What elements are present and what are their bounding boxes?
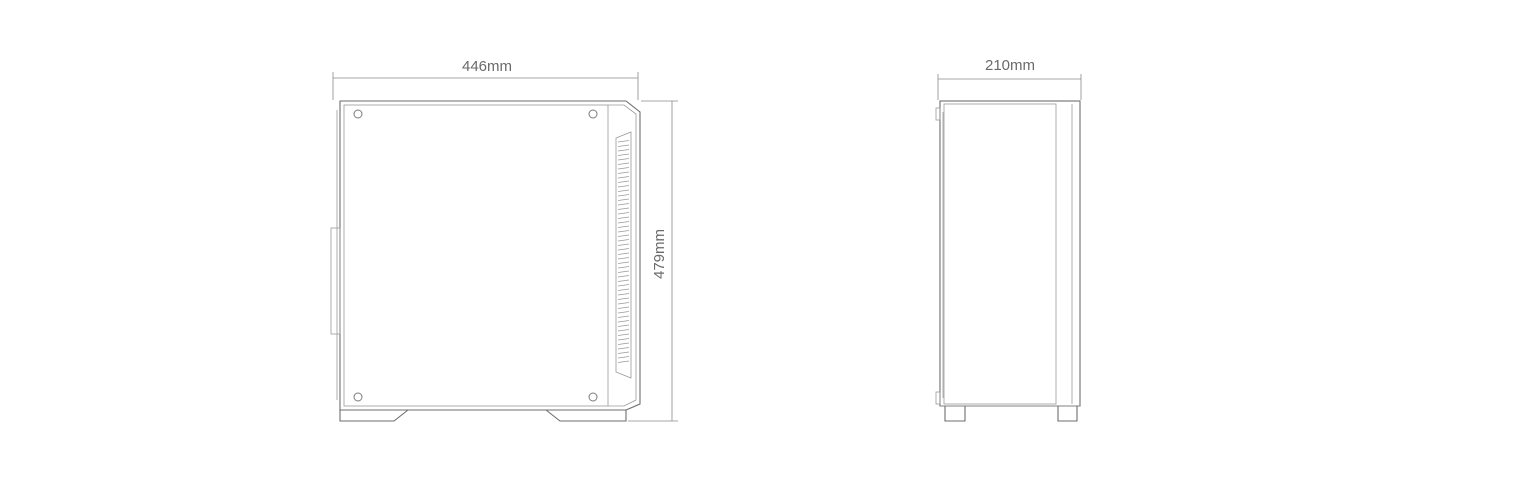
vent-slat [617, 257, 630, 260]
height-dimension: 479mm [628, 100, 678, 422]
vent-slat [617, 176, 630, 179]
panel-latch-top [935, 107, 941, 121]
side-view [330, 100, 641, 422]
vent-slat [617, 198, 630, 201]
screw-hole [353, 392, 363, 402]
vent-slat [617, 338, 630, 341]
vent-slat [617, 288, 630, 291]
width-label: 210mm [985, 57, 1035, 74]
length-label: 446mm [462, 58, 512, 75]
vent-slat [617, 180, 630, 183]
front-foot [545, 409, 627, 422]
side-view-body [339, 100, 641, 411]
rear-io-bracket [330, 227, 341, 335]
height-label: 479mm [651, 229, 668, 279]
vent-slat [617, 212, 630, 215]
vent-slat [617, 360, 630, 363]
vent-slat [617, 342, 630, 345]
right-foot [1057, 406, 1078, 422]
vent-slat [617, 356, 630, 359]
left-foot [944, 406, 966, 422]
vent-slat [617, 158, 630, 161]
vent-slat [617, 171, 630, 174]
vent-slat [617, 315, 630, 318]
side-panel [343, 104, 609, 407]
length-dimension: 446mm [332, 58, 639, 100]
vent-slat [617, 216, 630, 219]
vent-slat [617, 270, 630, 273]
front-view [935, 100, 1081, 422]
vent-slat [617, 162, 630, 165]
vent-slat [617, 333, 630, 336]
vent-slat [617, 347, 630, 350]
vent-slat [617, 248, 630, 251]
vent-slat [617, 140, 630, 143]
vent-slat [617, 351, 630, 354]
vent-slat [617, 279, 630, 282]
vent-slat [617, 207, 630, 210]
vent-slat [617, 306, 630, 309]
vent-slat [617, 324, 630, 327]
front-bezel [608, 104, 637, 407]
vent-slat [617, 221, 630, 224]
vent-slat [617, 149, 630, 152]
vent-slat [617, 329, 630, 332]
screw-hole [588, 392, 598, 402]
vent-slat [617, 144, 630, 147]
vent-slat [617, 293, 630, 296]
front-vent-grille [615, 131, 632, 379]
vent-slat [617, 153, 630, 156]
vent-slat [617, 194, 630, 197]
panel-latch-bottom [935, 391, 941, 405]
vent-slat [617, 225, 630, 228]
screw-hole [588, 109, 598, 119]
vent-slat [617, 185, 630, 188]
vent-slat [617, 252, 630, 255]
vent-slat [617, 243, 630, 246]
vent-slat [617, 266, 630, 269]
rear-foot [339, 409, 409, 422]
vent-slat [617, 203, 630, 206]
glass-side-panel [943, 103, 1057, 405]
vent-slat [617, 275, 630, 278]
screw-hole [353, 109, 363, 119]
vent-slat [617, 302, 630, 305]
vent-slat [617, 234, 630, 237]
vent-slat [617, 320, 630, 323]
vent-lines [617, 140, 630, 363]
vent-slat [617, 167, 630, 170]
vent-slat [617, 311, 630, 314]
vent-slat [617, 261, 630, 264]
width-dimension: 210mm [937, 57, 1082, 100]
vent-slat [617, 189, 630, 192]
vent-slat [617, 284, 630, 287]
vent-slat [617, 230, 630, 233]
front-view-body [939, 100, 1081, 407]
vent-slat [617, 297, 630, 300]
vent-slat [617, 239, 630, 242]
